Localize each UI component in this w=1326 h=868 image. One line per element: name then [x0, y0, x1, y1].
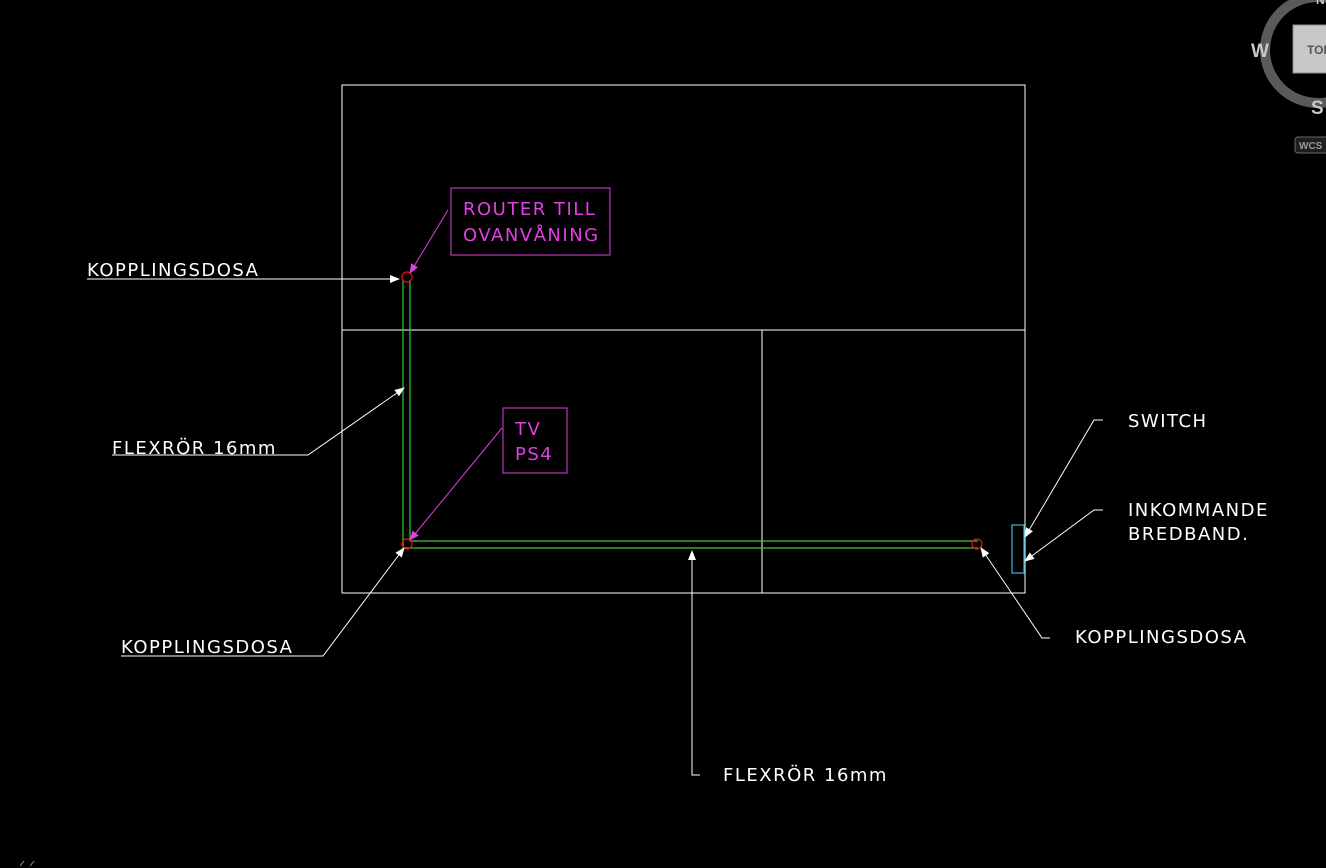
router-note[interactable]: ROUTER TILL OVANVÅNING: [409, 187, 611, 274]
tv-note-line2: PS4: [515, 444, 553, 465]
junction-boxes[interactable]: [401, 271, 983, 550]
tv-note[interactable]: TV PS4: [409, 407, 568, 541]
label-flexror-left[interactable]: FLEXRÖR 16mm: [112, 387, 405, 459]
tv-note-line1: TV: [514, 419, 541, 440]
switch-text: SWITCH: [1128, 411, 1208, 432]
wcs-label: WCS: [1299, 141, 1323, 152]
label-kopplingsdosa-right[interactable]: KOPPLINGSDOSA: [980, 547, 1247, 648]
junction-box-bottom-left[interactable]: [401, 538, 413, 550]
viewcube[interactable]: TOP W S N WCS: [1251, 0, 1326, 154]
label-inkommande[interactable]: INKOMMANDE BREDBAND.: [1024, 500, 1269, 562]
inkommande-line1: INKOMMANDE: [1128, 500, 1269, 521]
viewcube-top-face[interactable]: [1292, 24, 1326, 74]
junction-box-top[interactable]: [401, 271, 413, 283]
inkommande-line2: BREDBAND.: [1128, 524, 1249, 545]
router-note-line2: OVANVÅNING: [463, 224, 600, 246]
router-note-line1: ROUTER TILL: [463, 199, 596, 220]
label-kopplingsdosa-bottom-left[interactable]: KOPPLINGSDOSA: [121, 547, 405, 658]
viewcube-south-label[interactable]: S: [1311, 98, 1324, 119]
kopplingsdosa-right-text: KOPPLINGSDOSA: [1075, 627, 1247, 648]
flexror-left-text: FLEXRÖR 16mm: [112, 437, 277, 459]
junction-box-right[interactable]: [971, 538, 983, 550]
viewcube-north-label[interactable]: N: [1316, 0, 1325, 7]
floor-plan[interactable]: [341, 84, 1026, 594]
kopplingsdosa-top-text: KOPPLINGSDOSA: [87, 260, 259, 281]
switch-box[interactable]: [1011, 524, 1025, 574]
label-flexror-bottom[interactable]: FLEXRÖR 16mm: [688, 550, 888, 786]
flex-conduit[interactable]: [402, 280, 978, 549]
viewcube-west-label[interactable]: W: [1251, 41, 1269, 62]
outer-wall[interactable]: [341, 84, 1026, 594]
viewcube-top-label: TOP: [1307, 43, 1326, 57]
flexror-bottom-text: FLEXRÖR 16mm: [723, 764, 888, 786]
viewcube-compass-ring[interactable]: [1260, 0, 1326, 108]
label-kopplingsdosa-top[interactable]: KOPPLINGSDOSA: [87, 260, 400, 283]
wcs-menu-button[interactable]: [1294, 136, 1326, 154]
ucs-icon: [19, 860, 35, 867]
label-switch[interactable]: SWITCH: [1024, 411, 1208, 538]
kopplingsdosa-bottom-left-text: KOPPLINGSDOSA: [121, 637, 293, 658]
